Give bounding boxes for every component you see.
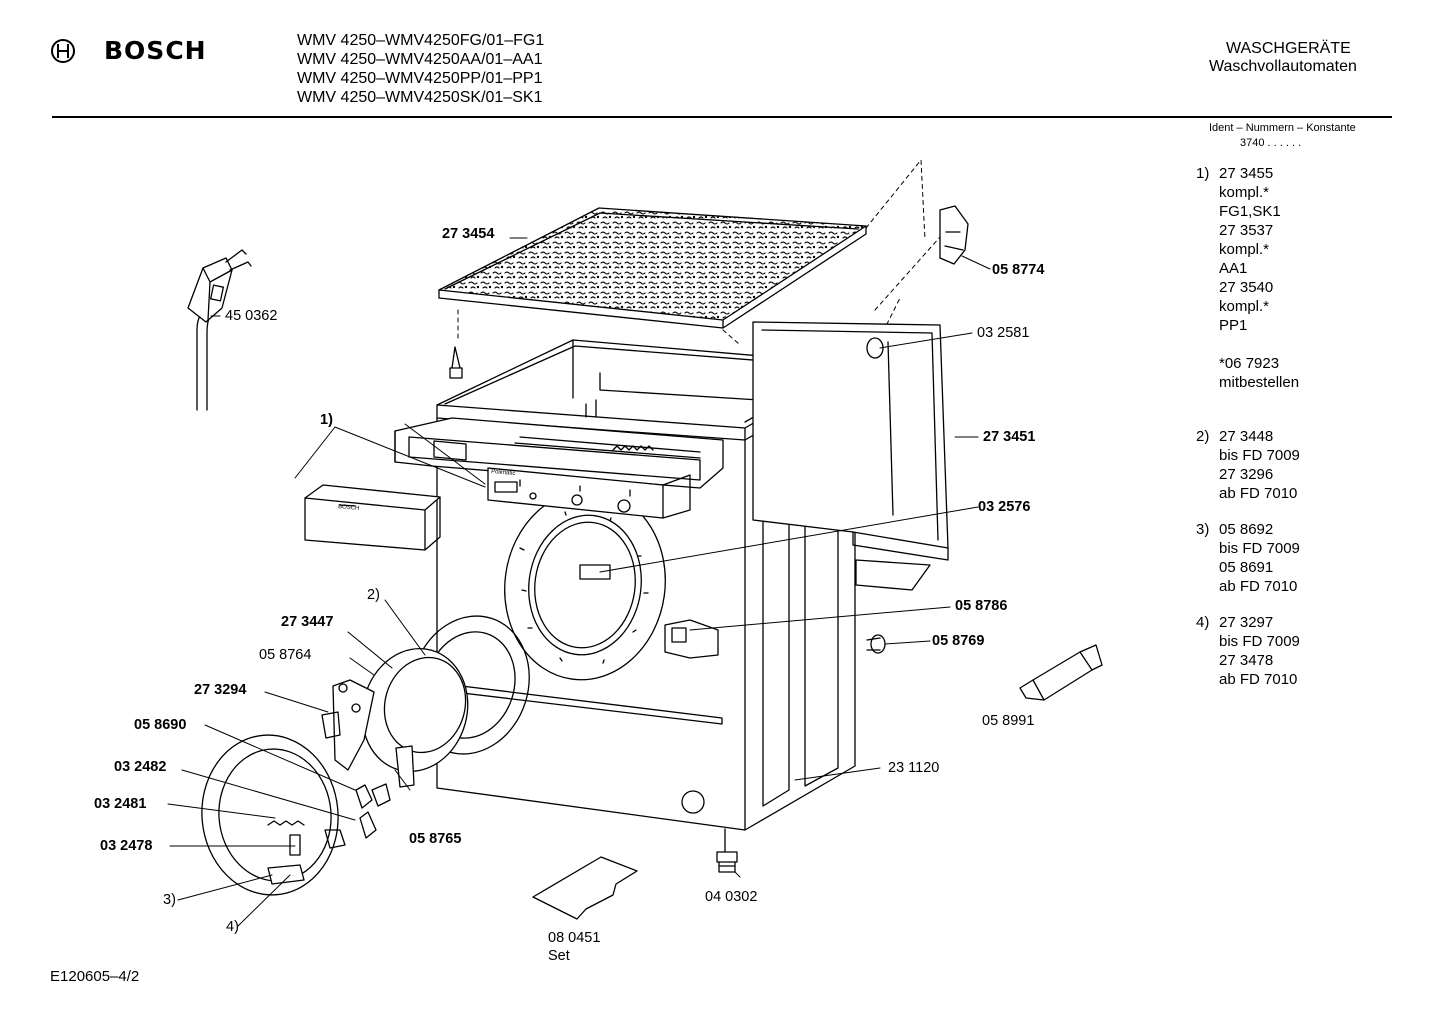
note-number: 1) — [1196, 165, 1210, 182]
transport-safety-icon — [532, 856, 638, 920]
category-title: WASCHGERÄTE — [1226, 40, 1351, 57]
note-line: kompl.* — [1219, 184, 1270, 201]
model-line: WMV 4250–WMV4250PP/01–PP1 — [297, 70, 543, 87]
suppressor-icon — [939, 205, 969, 265]
lock-catch-icon — [579, 564, 611, 580]
part-label: 05 8786 — [955, 598, 1008, 614]
note-line: bis FD 7009 — [1219, 540, 1300, 557]
note-line: kompl.* — [1219, 241, 1270, 258]
part-label: 03 2481 — [94, 796, 147, 812]
note-line: 27 3296 — [1219, 466, 1274, 483]
part-label: 23 1120 — [888, 760, 940, 776]
part-label: 05 8764 — [259, 647, 312, 663]
front-door-icon — [201, 734, 346, 896]
note-line: bis FD 7009 — [1219, 447, 1300, 464]
note-line: mitbestellen — [1219, 374, 1300, 391]
header-divider — [52, 116, 1392, 118]
part-label: 27 3294 — [194, 682, 247, 698]
drawing-code: E120605–4/2 — [50, 968, 140, 985]
note-line: 05 8692 — [1219, 521, 1274, 538]
note-line: 27 3537 — [1219, 222, 1274, 239]
reference-marker: 3) — [163, 892, 176, 908]
model-list: WMV 4250–WMV4250FG/01–FG1 WMV 4250–WMV42… — [297, 31, 544, 107]
note-line: *06 7923 — [1219, 355, 1280, 372]
door-catch-icon — [355, 783, 391, 839]
note-line: AA1 — [1219, 260, 1248, 277]
reference-marker: 4) — [226, 919, 239, 935]
note-line: ab FD 7010 — [1219, 578, 1298, 595]
part-label: 27 3454 — [442, 226, 495, 242]
bosch-logo-icon — [50, 38, 76, 69]
worktop-screw-icon — [449, 346, 463, 379]
ident-value: 3740 . . . . . . — [1240, 137, 1302, 149]
detergent-drawer-icon — [304, 484, 441, 551]
note-4: 4) 27 3297 bis FD 7009 27 3478 ab FD 701… — [1196, 613, 1300, 689]
part-label: 05 8991 — [982, 713, 1035, 729]
power-cord-icon — [187, 249, 252, 411]
note-2: 2) 27 3448 bis FD 7009 27 3296 ab FD 701… — [1196, 427, 1300, 503]
subcategory-title: Waschvollautomaten — [1209, 58, 1357, 75]
note-line: bis FD 7009 — [1219, 633, 1300, 650]
part-label: 05 8690 — [134, 717, 187, 733]
part-label: 03 2576 — [978, 499, 1031, 515]
note-number: 3) — [1196, 521, 1210, 538]
part-label: 04 0302 — [705, 889, 758, 905]
note-line: ab FD 7010 — [1219, 671, 1298, 688]
reference-marker: 1) — [320, 412, 333, 428]
note-3: 3) 05 8692 bis FD 7009 05 8691 ab FD 701… — [1196, 520, 1300, 596]
note-line: PP1 — [1219, 317, 1248, 334]
part-label: 05 8765 — [409, 831, 462, 847]
note-line: 27 3297 — [1219, 614, 1274, 631]
note-1: 1) 27 3455 kompl.* FG1,SK1 27 3537 kompl… — [1196, 164, 1299, 392]
part-label: 08 0451 — [548, 930, 601, 946]
note-line: FG1,SK1 — [1219, 203, 1281, 220]
reference-marker: 2) — [367, 587, 380, 603]
adjustable-foot-icon — [716, 851, 738, 873]
note-line: 27 3540 — [1219, 279, 1274, 296]
note-line: 27 3448 — [1219, 428, 1274, 445]
note-line: 27 3455 — [1219, 165, 1274, 182]
hinge-bracket-icon — [395, 745, 415, 788]
note-line: kompl.* — [1219, 298, 1270, 315]
filter-icon — [1019, 644, 1103, 701]
part-label: 05 8769 — [932, 633, 985, 649]
control-panel-icon — [394, 417, 724, 519]
rear-panel-icon — [752, 321, 949, 591]
note-line: 05 8691 — [1219, 559, 1274, 576]
door-hinge-icon — [321, 679, 375, 771]
part-label: 45 0362 — [225, 308, 278, 324]
note-line: 27 3478 — [1219, 652, 1274, 669]
model-line: WMV 4250–WMV4250AA/01–AA1 — [297, 51, 543, 68]
part-label-suffix: Set — [548, 948, 570, 964]
part-label: 27 3447 — [281, 614, 334, 630]
cabinet-icon — [436, 339, 856, 853]
note-number: 2) — [1196, 428, 1210, 445]
part-label: 05 8774 — [992, 262, 1045, 278]
part-label: 27 3451 — [983, 429, 1036, 445]
part-label: 03 2482 — [114, 759, 167, 775]
part-label: 03 2478 — [100, 838, 153, 854]
brand-name: BOSCH — [104, 36, 207, 65]
note-number: 4) — [1196, 614, 1210, 631]
model-line: WMV 4250–WMV4250SK/01–SK1 — [297, 89, 543, 106]
part-label: 03 2581 — [977, 325, 1030, 341]
model-line: WMV 4250–WMV4250FG/01–FG1 — [297, 32, 545, 49]
ident-label: Ident – Nummern – Konstante — [1209, 122, 1356, 134]
note-line: ab FD 7010 — [1219, 485, 1298, 502]
worktop-icon — [438, 207, 867, 329]
door-lock-icon — [664, 619, 719, 659]
